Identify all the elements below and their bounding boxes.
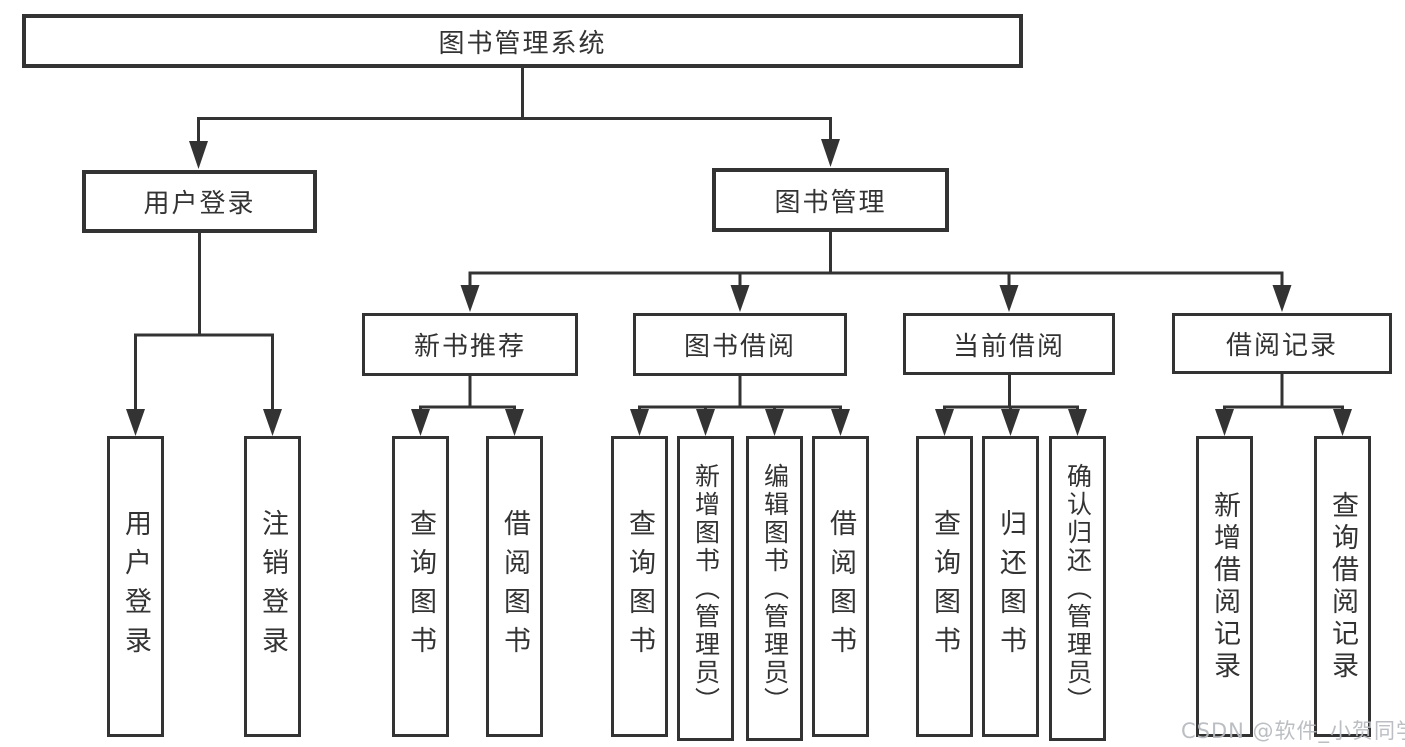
leaf-logout: 注销登录 (244, 436, 301, 737)
node-borrow-records: 借阅记录 (1172, 313, 1392, 374)
leaf-add-borrow-record: 新增借阅记录 (1196, 436, 1253, 737)
leaf-add-books-admin-label: 新增图书（管理员） (691, 462, 721, 715)
leaf-return-books: 归还图书 (982, 436, 1039, 737)
leaf-add-books-admin: 新增图书（管理员） (677, 436, 734, 741)
leaf-borrow-books: 借阅图书 (812, 436, 869, 737)
leaf-return-books-label: 归还图书 (995, 508, 1026, 665)
leaf-borrow-books-recommend-label: 借阅图书 (499, 508, 530, 665)
leaf-edit-books-admin-label: 编辑图书（管理员） (760, 462, 790, 715)
watermark-text: CSDN @软件_小贺同学 (1181, 719, 1405, 743)
leaf-query-borrow-record: 查询借阅记录 (1314, 436, 1371, 737)
leaf-query-books-recommend: 查询图书 (392, 436, 449, 737)
node-root: 图书管理系统 (22, 14, 1023, 68)
leaf-query-books-current-label: 查询图书 (929, 508, 960, 665)
node-new-book-recommend-label: 新书推荐 (413, 332, 526, 362)
leaf-confirm-return-admin-label: 确认归还（管理员） (1063, 462, 1093, 715)
node-book-borrow: 图书借阅 (633, 313, 847, 376)
leaf-logout-label: 注销登录 (257, 508, 288, 665)
leaf-query-books-borrow-label: 查询图书 (624, 508, 655, 665)
leaf-query-borrow-record-label: 查询借阅记录 (1327, 490, 1358, 683)
node-book-borrow-label: 图书借阅 (683, 332, 796, 362)
leaf-edit-books-admin: 编辑图书（管理员） (746, 436, 803, 741)
node-borrow-records-label: 借阅记录 (1225, 331, 1338, 361)
leaf-query-books-recommend-label: 查询图书 (405, 508, 436, 665)
node-current-borrow: 当前借阅 (903, 313, 1115, 375)
leaf-add-borrow-record-label: 新增借阅记录 (1209, 490, 1240, 683)
leaf-query-books-borrow: 查询图书 (611, 436, 668, 737)
leaf-query-books-current: 查询图书 (916, 436, 973, 737)
leaf-user-login: 用户登录 (107, 436, 164, 737)
node-user-login: 用户登录 (82, 170, 317, 233)
node-book-management-label: 图书管理 (774, 187, 887, 218)
leaf-user-login-label: 用户登录 (120, 508, 151, 665)
node-user-login-label: 用户登录 (143, 189, 256, 219)
node-new-book-recommend: 新书推荐 (362, 313, 578, 376)
node-book-management: 图书管理 (712, 168, 949, 232)
leaf-borrow-books-label: 借阅图书 (825, 508, 856, 665)
node-root-label: 图书管理系统 (438, 28, 607, 59)
leaf-confirm-return-admin: 确认归还（管理员） (1049, 436, 1106, 741)
node-current-borrow-label: 当前借阅 (952, 331, 1065, 362)
leaf-borrow-books-recommend: 借阅图书 (486, 436, 543, 737)
arrowheads (126, 139, 1352, 436)
